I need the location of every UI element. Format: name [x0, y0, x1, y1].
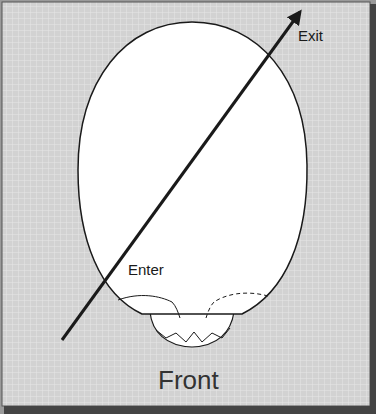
grid-ground — [2, 2, 370, 406]
face-detail — [156, 328, 230, 342]
direction-label: Front — [158, 366, 219, 395]
exit-label: Exit — [298, 28, 323, 45]
face-outline — [150, 312, 234, 347]
frame-shadow — [370, 4, 376, 414]
trajectory-arrow — [62, 12, 300, 340]
entry-label: Enter — [128, 262, 164, 279]
brow-line — [206, 293, 268, 318]
brow-line — [118, 296, 180, 318]
frame-shadow — [4, 406, 376, 414]
